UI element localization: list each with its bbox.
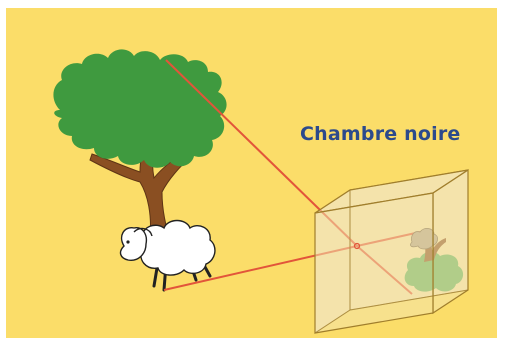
tree-foliage xyxy=(53,49,227,168)
sheep-eye xyxy=(126,240,130,244)
tree-icon xyxy=(53,49,227,239)
sheep-body xyxy=(136,219,216,276)
sheep-ear xyxy=(133,227,153,237)
diagram-title: Chambre noire xyxy=(300,123,461,145)
pinhole xyxy=(353,242,361,250)
camera-obscura-box-icon xyxy=(314,168,469,334)
box-front-face xyxy=(314,192,434,334)
box-right-face xyxy=(432,168,469,315)
sheep-head xyxy=(119,227,148,261)
box-edge xyxy=(314,309,351,334)
box-edge xyxy=(349,289,469,311)
sheep-icon xyxy=(119,219,216,292)
